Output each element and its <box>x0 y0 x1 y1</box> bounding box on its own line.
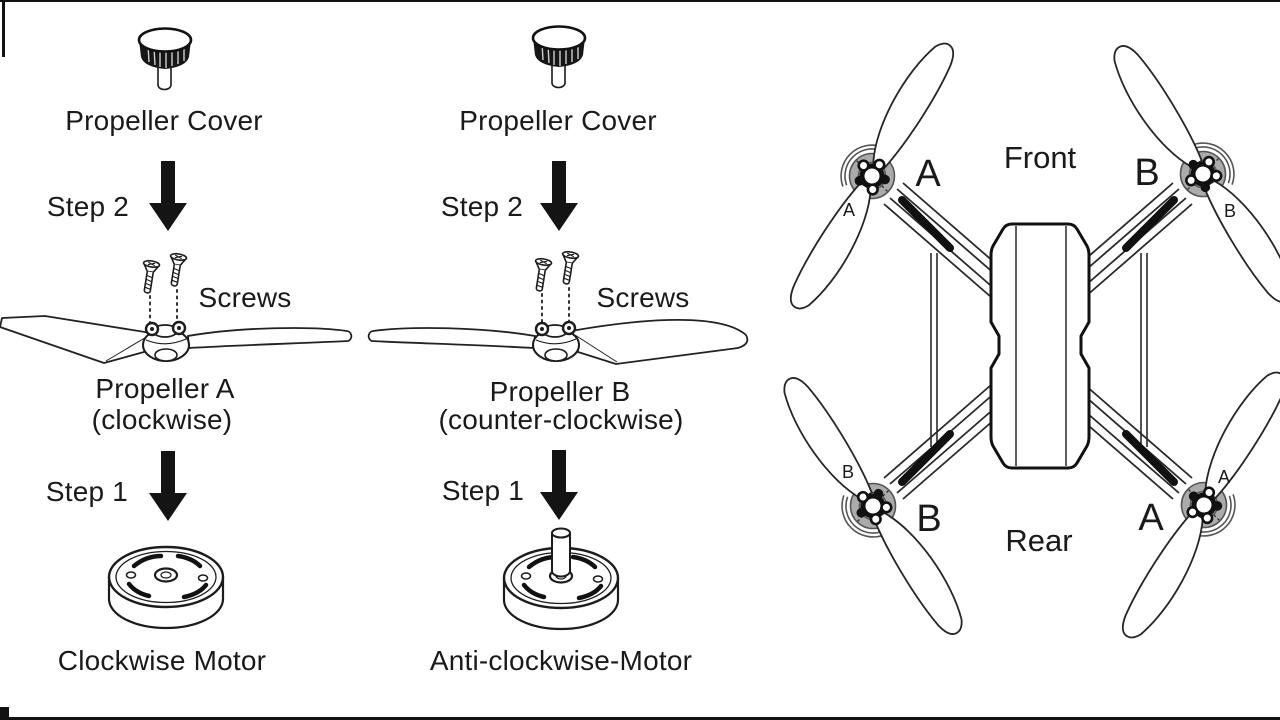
screws-label-middle: Screws <box>596 282 690 313</box>
drone-top-view: Front Rear A B B A A B B A <box>772 34 1280 647</box>
screws-icon-left <box>138 251 188 328</box>
arm-label-front-right: B <box>1134 152 1159 194</box>
clockwise-motor-label: Clockwise Motor <box>57 645 267 676</box>
step2-label-left: Step 2 <box>46 191 130 222</box>
propeller-a-rotation: (clockwise) <box>91 404 233 435</box>
propeller-cover-label-left: Propeller Cover <box>65 105 263 136</box>
screws-icon-middle <box>530 249 580 328</box>
propeller-cover-icon-left <box>137 27 193 91</box>
drone-arm-front-left <box>883 182 1011 298</box>
propeller-cover-label-middle: Propeller Cover <box>459 105 657 136</box>
clockwise-motor-icon <box>109 547 223 628</box>
step2-label-middle: Step 2 <box>440 191 524 222</box>
step1-arrow-middle <box>540 450 578 520</box>
step1-arrow-left <box>149 451 187 521</box>
arm-label-rear-left: B <box>916 498 941 540</box>
anticlockwise-motor-icon <box>504 527 618 630</box>
propeller-a-name: Propeller A <box>95 373 235 404</box>
propeller-b-name: Propeller B <box>489 376 631 407</box>
propeller-b-illustration <box>367 318 749 365</box>
step1-label-middle: Step 1 <box>441 475 525 506</box>
rear-label: Rear <box>1005 523 1072 558</box>
drone-arm-rear-right <box>1065 384 1193 500</box>
blade-letter-rear-right: A <box>1218 467 1230 487</box>
propeller-cover-icon-middle <box>531 25 587 89</box>
motor-mount-front-left <box>840 144 894 198</box>
step2-arrow-left <box>149 161 187 231</box>
propeller-a-illustration <box>0 315 353 364</box>
motor-mount-rear-right <box>1182 483 1236 537</box>
motor-mount-rear-left <box>841 484 895 538</box>
top-edge-line <box>0 0 1280 2</box>
blade-letter-rear-left: B <box>842 462 854 482</box>
drone-body <box>989 222 1091 470</box>
motor-mount-front-right <box>1181 142 1235 196</box>
arm-label-front-left: A <box>915 153 941 195</box>
bottom-left-corner-mark <box>0 707 9 720</box>
step2-arrow-middle <box>540 161 578 231</box>
drone-side-rails <box>930 253 1148 447</box>
anticlockwise-motor-label: Anti-clockwise-Motor <box>429 645 693 676</box>
step1-label-left: Step 1 <box>45 476 129 507</box>
arm-label-rear-right: A <box>1138 497 1164 539</box>
bottom-edge-line <box>0 717 1280 720</box>
drone-arm-front-right <box>1065 182 1193 298</box>
left-edge-line <box>2 0 5 57</box>
drone-arm-rear-left <box>883 384 1011 500</box>
blade-letter-front-left: A <box>843 200 855 220</box>
blade-letter-front-right: B <box>1224 201 1236 221</box>
front-label: Front <box>1004 140 1077 175</box>
screws-label-left: Screws <box>198 282 292 313</box>
propeller-b-rotation: (counter-clockwise) <box>438 404 684 435</box>
